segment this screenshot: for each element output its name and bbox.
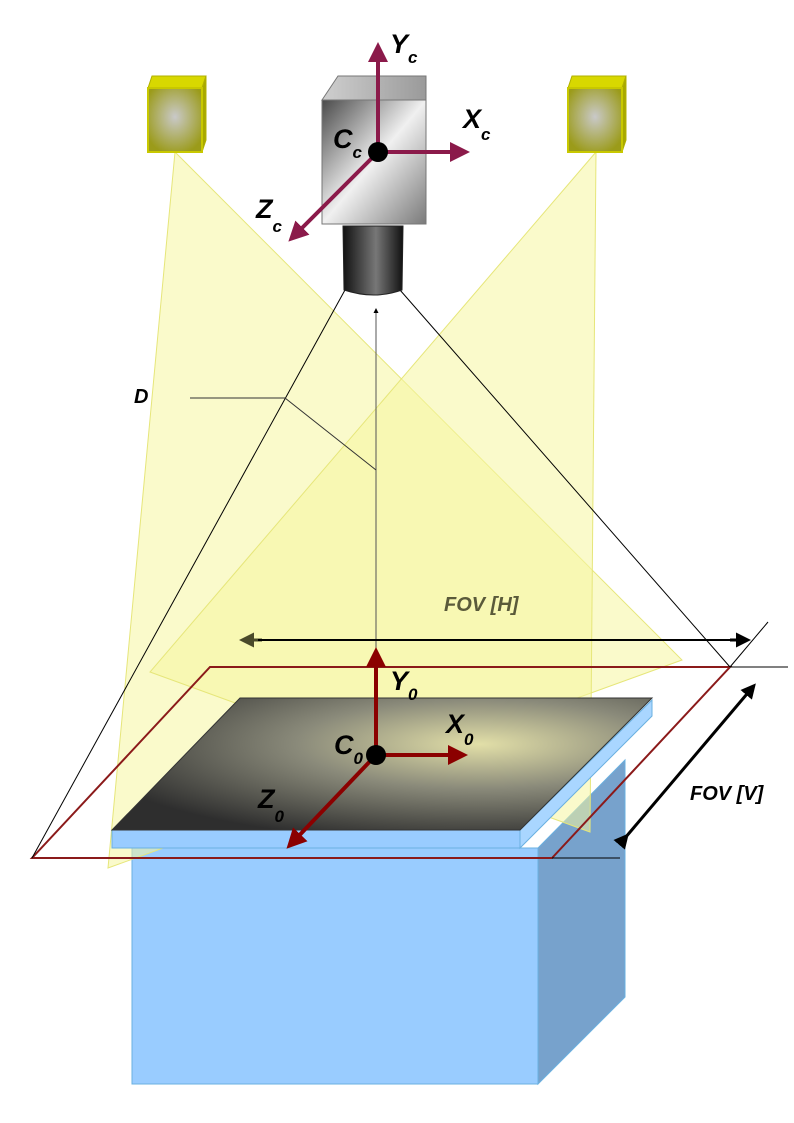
- object-z-label: Z0: [257, 784, 285, 826]
- object-x-label: X0: [444, 709, 474, 749]
- object-axes: [286, 647, 468, 849]
- camera-y-label: Yc: [390, 29, 418, 67]
- fov-h-label: FOV [H]: [444, 594, 520, 616]
- camera: [321, 75, 427, 296]
- distance-label: D: [134, 386, 148, 408]
- camera-z-label: Zc: [255, 194, 283, 236]
- left-light-unit-icon: [147, 75, 207, 153]
- fov-v-label: FOV [V]: [690, 783, 765, 805]
- camera-view-lines: [31, 289, 788, 859]
- camera-axes: [288, 42, 470, 242]
- object-center-label: C0: [334, 730, 364, 768]
- camera-origin: [368, 142, 388, 162]
- object-origin: [366, 745, 386, 765]
- right-light-unit-icon: [567, 75, 627, 153]
- distance-leader: [190, 397, 377, 471]
- camera-center-label: Cc: [333, 124, 363, 162]
- work-box: [131, 758, 626, 1086]
- camera-x-label: Xc: [461, 104, 491, 144]
- fov-v-dimension: [613, 683, 756, 850]
- object-y-label: Y0: [390, 666, 418, 704]
